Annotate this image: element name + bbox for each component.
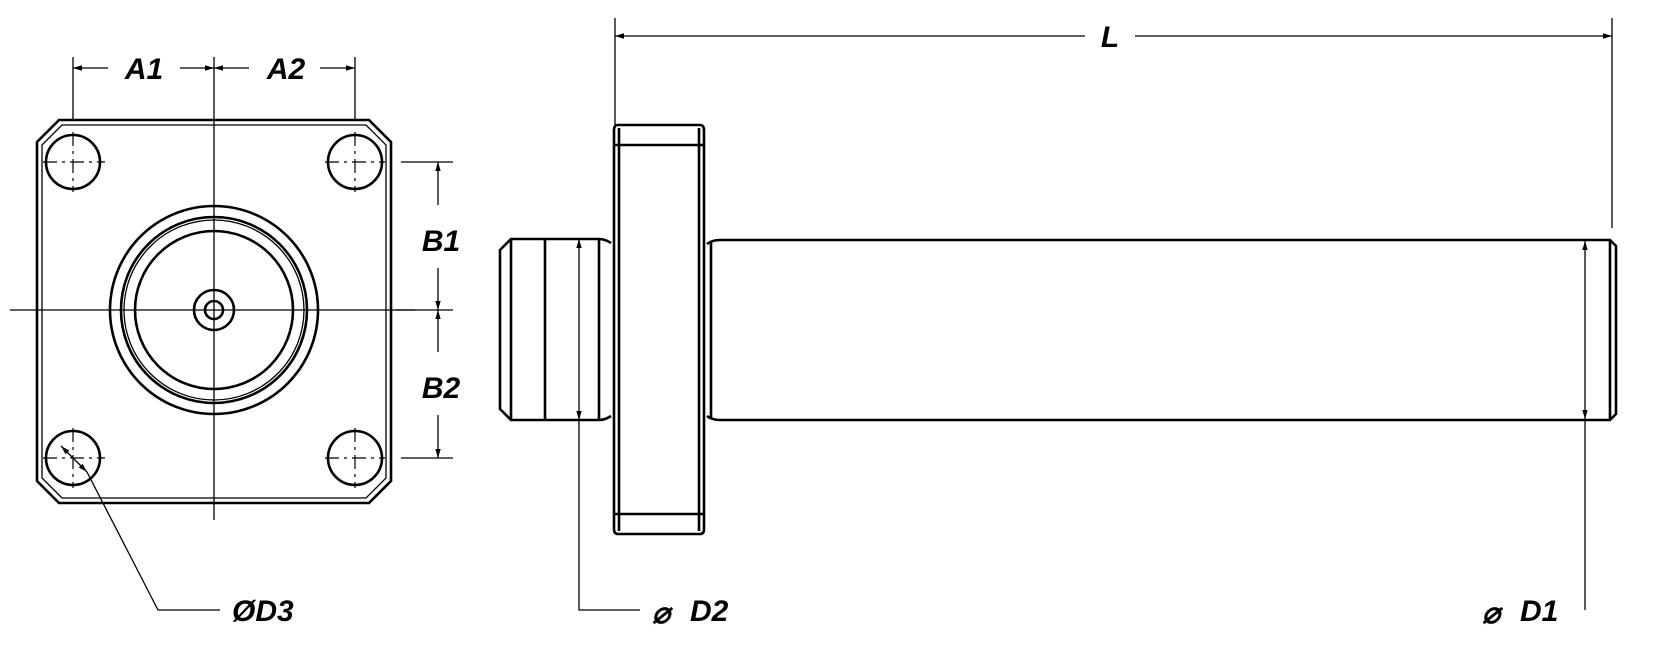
side-view: L ⌀ D2 ⌀ D1 [498, 18, 1618, 630]
d2-diameter-symbol: ⌀ [652, 597, 674, 630]
flange [612, 123, 706, 536]
b1-label: B1 [422, 225, 460, 258]
d2-label: D2 [690, 595, 729, 628]
pilot-stub [498, 237, 612, 422]
b-extension-lines [395, 161, 453, 459]
a2-label: A2 [266, 53, 306, 86]
d3-label: ØD3 [232, 595, 294, 628]
b2-label: B2 [422, 372, 461, 405]
d1-label: D1 [1520, 595, 1558, 628]
shaft [706, 238, 1618, 422]
d1-diameter-symbol: ⌀ [1482, 597, 1504, 630]
centerlines [10, 98, 415, 520]
a1-label: A1 [124, 53, 163, 86]
d3-leader [86, 471, 220, 611]
front-view: A1 A2 B1 B2 ØD3 [10, 53, 460, 628]
plate-chamfer-inner [41, 124, 387, 499]
plate-outline [35, 118, 393, 505]
mounting-holes [43, 132, 385, 488]
l-label: L [1101, 21, 1119, 54]
d2-leader [578, 420, 640, 611]
